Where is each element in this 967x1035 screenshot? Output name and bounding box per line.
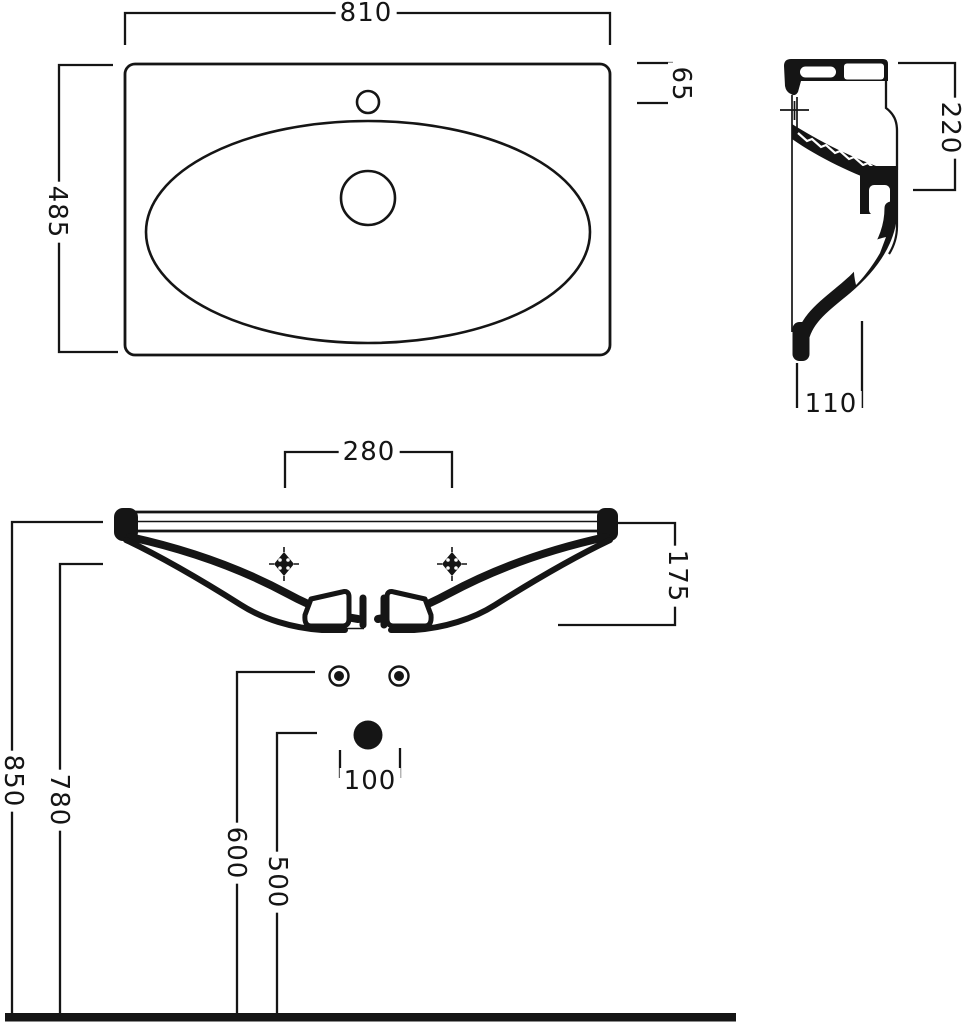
dim-label-100: 100 bbox=[339, 768, 401, 794]
waste-hole bbox=[339, 169, 397, 227]
right-bracket-hole-symbol bbox=[437, 547, 467, 581]
side-view bbox=[780, 59, 899, 361]
skirt-void bbox=[853, 237, 886, 285]
dim-850-line bbox=[10, 520, 103, 1014]
side-skirt-section bbox=[794, 201, 898, 354]
dim-label-65: 65 bbox=[666, 62, 696, 106]
dim-500-line bbox=[275, 731, 317, 1014]
floor-line bbox=[5, 1013, 736, 1022]
left-boss bbox=[302, 589, 352, 629]
overflow-slot bbox=[800, 66, 836, 78]
dim-175-line bbox=[558, 521, 677, 627]
plan-view bbox=[123, 62, 612, 357]
bowl-outer-right bbox=[388, 537, 613, 633]
side-front-edge-upper bbox=[884, 81, 899, 170]
side-foot-stub bbox=[792, 322, 810, 361]
dim-label-110: 110 bbox=[800, 391, 862, 417]
bowl-section-hatch bbox=[797, 132, 878, 172]
right-boss bbox=[384, 589, 434, 629]
dim-label-600: 600 bbox=[221, 822, 251, 884]
dim-label-850: 850 bbox=[0, 750, 28, 812]
tap-hole bbox=[355, 89, 381, 115]
side-front-edge-lower bbox=[888, 170, 899, 255]
dim-65-ticks bbox=[637, 61, 673, 105]
dim-600-line bbox=[235, 670, 315, 1014]
dim-label-280: 280 bbox=[338, 439, 400, 465]
dim-label-175: 175 bbox=[662, 545, 692, 607]
worktop-outline bbox=[123, 62, 612, 357]
bowl-outer-left bbox=[123, 537, 348, 633]
dim-label-485: 485 bbox=[42, 181, 72, 243]
left-bracket-hole-symbol bbox=[269, 547, 299, 581]
rim-inner-void bbox=[844, 63, 884, 80]
right-fixing-hole bbox=[388, 665, 410, 687]
dim-780-line bbox=[58, 562, 103, 1014]
side-dimension-lines bbox=[795, 61, 957, 408]
dim-label-220: 220 bbox=[935, 97, 965, 159]
dim-label-810: 810 bbox=[335, 0, 397, 26]
dim-label-500: 500 bbox=[262, 851, 292, 913]
slab-left-cap bbox=[114, 508, 138, 541]
basin-bowl-outline bbox=[144, 119, 592, 345]
left-fixing-hole bbox=[328, 665, 350, 687]
dim-label-780: 780 bbox=[44, 769, 74, 831]
overflow-centerline-mark bbox=[780, 101, 809, 120]
dim-110-ticks bbox=[795, 321, 864, 408]
front-view bbox=[114, 508, 618, 750]
waste-outlet bbox=[353, 720, 383, 750]
slab-right-cap bbox=[597, 508, 618, 541]
front-dimension-lines bbox=[10, 450, 677, 1014]
